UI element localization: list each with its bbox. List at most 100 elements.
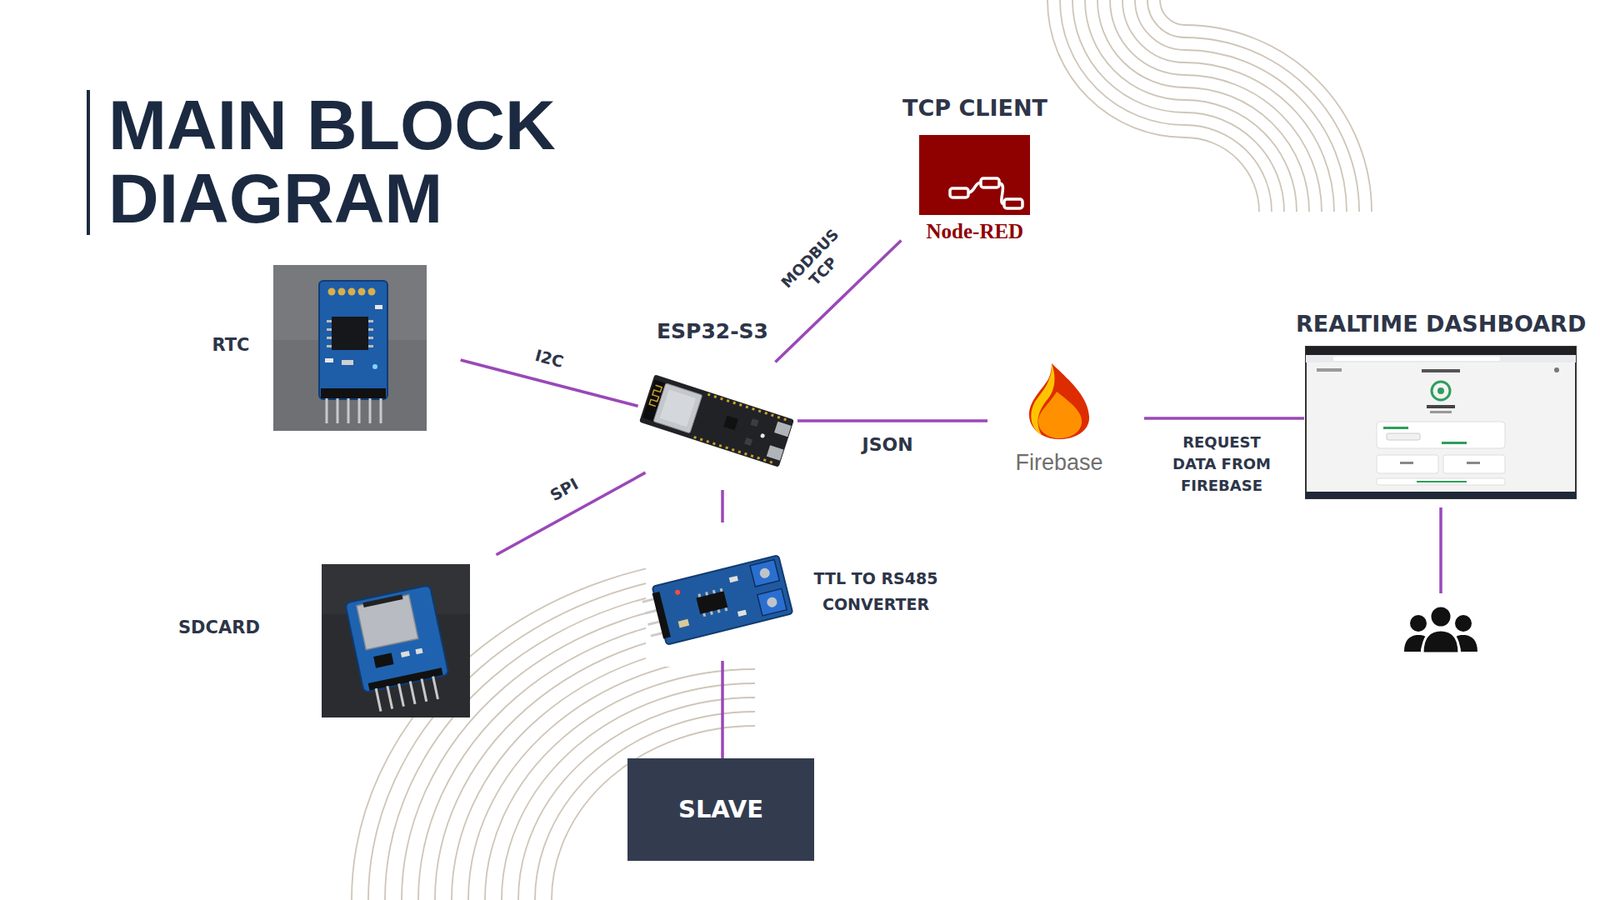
- node-label: SDCARD: [178, 617, 260, 638]
- users-icon-part: [1422, 630, 1460, 654]
- node-label: TTL TO RS485 CONVERTER: [800, 565, 951, 618]
- dashboard-screenshot-part: [1437, 387, 1445, 395]
- rtc-photo-part: [380, 398, 383, 424]
- node-red-logo-part: [919, 135, 1030, 215]
- dashboard-screenshot-part: [1416, 480, 1467, 483]
- dashboard-screenshot-part: [1421, 369, 1460, 373]
- sdcard-photo: [321, 564, 470, 718]
- rtc-photo-part: [326, 328, 332, 331]
- rs485-converter-photo-part-part: [645, 610, 659, 614]
- sdcard-photo-part-part: [410, 680, 415, 704]
- rs485-converter-photo-part-part: [695, 590, 728, 615]
- dashboard-screenshot-part: [1466, 461, 1480, 465]
- dashboard-screenshot-part: [1305, 346, 1576, 355]
- sdcard-photo-part-part: [368, 667, 444, 691]
- node-red-logo: [919, 135, 1030, 215]
- rtc-photo-part: [348, 288, 356, 296]
- firebase-flame-part: [1029, 363, 1090, 440]
- sdcard-photo-part-part: [375, 688, 381, 711]
- dashboard-screenshot-part: [1431, 381, 1450, 400]
- rtc-photo-part: [331, 316, 369, 350]
- sdcard-photo-part-part: [387, 685, 393, 709]
- rtc-photo-part: [368, 345, 374, 348]
- connector-label: REQUEST DATA FROM FIREBASE: [1165, 431, 1278, 497]
- dashboard-screenshot-part: [1441, 441, 1467, 445]
- rtc-module: RTC: [273, 265, 427, 431]
- sdcard-photo-part-part: [399, 683, 405, 706]
- decor-arcs-top: [1047, 0, 1372, 212]
- connector-line: [496, 472, 646, 555]
- esp32-board-picture-part: [653, 383, 703, 434]
- rtc-photo-part: [273, 265, 427, 431]
- rtc-photo-part: [341, 360, 354, 365]
- esp32-board-picture-part: [639, 374, 795, 467]
- sdcard-photo-part-part: [362, 594, 403, 608]
- rtc-photo-part: [325, 398, 329, 424]
- title-bar: [86, 90, 90, 235]
- rtc-photo-part: [358, 398, 361, 424]
- firebase-node: Firebase: [1008, 358, 1109, 480]
- esp32-board-picture-part: [744, 437, 753, 446]
- sdcard-module: SDCARD: [321, 564, 470, 718]
- rtc-photo-part: [320, 388, 386, 399]
- rs485-converter-photo-part-part: [724, 607, 728, 612]
- sdcard-photo-part-part: [433, 676, 439, 700]
- esp32-board-picture: [639, 374, 795, 467]
- rtc-photo-part: [368, 336, 374, 340]
- node-heading: REALTIME DASHBOARD: [1295, 310, 1586, 337]
- rtc-photo-part: [368, 328, 374, 331]
- decor-arcs-top-part: [1047, 0, 1260, 212]
- decor-arcs-top-part: [1160, 0, 1372, 212]
- rs485-converter-photo-part-part: [652, 555, 794, 645]
- rs485-converter-photo-part-part: [757, 588, 787, 615]
- dashboard-screenshot-part: [1443, 455, 1505, 474]
- rtc-photo-part: [368, 288, 376, 296]
- rtc-photo-part: [326, 345, 332, 348]
- rs485-converter-photo-part-part: [675, 589, 681, 595]
- node-heading: TCP CLIENT: [902, 95, 1048, 121]
- node-red-logo-part-part: [999, 183, 1005, 205]
- rs485-converter-photo: [639, 533, 799, 667]
- dashboard-screenshot-part: [1554, 367, 1560, 373]
- dashboard-screenshot-part: [1376, 478, 1505, 485]
- sdcard-photo-part-part: [356, 595, 419, 650]
- decor-arcs-top-part: [1135, 0, 1347, 212]
- rs485-converter-photo-part-part: [712, 590, 716, 595]
- rs485-converter: TTL TO RS485 CONVERTER: [654, 545, 792, 647]
- users-icon-part: [1430, 605, 1452, 628]
- esp32-board-picture-part: [750, 418, 760, 427]
- sdcard-photo-part: [321, 564, 470, 718]
- connector-label: MODBUS TCP: [774, 222, 859, 308]
- rtc-photo-part: [336, 398, 340, 424]
- decor-arcs-top-part: [1122, 0, 1335, 212]
- dashboard-screenshot-part: [1430, 410, 1452, 414]
- rs485-converter-photo-part-part: [765, 595, 779, 609]
- rs485-converter-photo-part-part: [702, 613, 706, 618]
- connector-line: [797, 419, 988, 423]
- connector-label: JSON: [862, 434, 914, 455]
- users-icon-part: [1410, 615, 1427, 632]
- esp32-board-picture-part: [723, 415, 739, 431]
- decor-arcs-top-part: [1147, 0, 1360, 212]
- sdcard-photo-part-part: [373, 652, 394, 668]
- rtc-photo-part: [347, 398, 350, 424]
- esp32-board-picture-part: [760, 433, 765, 439]
- connector-line: [1144, 416, 1305, 420]
- node-label: RTC: [212, 335, 250, 355]
- rs485-converter-photo-part: [639, 555, 793, 648]
- node-red-logo-part: [950, 178, 1023, 209]
- rs485-converter-photo-part-part: [697, 593, 701, 598]
- rs485-converter-photo-part-part: [720, 588, 724, 593]
- esp32-board-picture-part: [774, 421, 791, 438]
- dashboard-node: REALTIME DASHBOARD: [1305, 346, 1576, 499]
- rtc-photo-part: [338, 288, 346, 296]
- sdcard-photo-part: [345, 585, 454, 715]
- users-icon: [1404, 605, 1478, 654]
- rtc-photo-part: [328, 288, 336, 296]
- dashboard-screenshot-part: [1400, 461, 1414, 465]
- rs485-converter-photo-part-part: [642, 598, 656, 602]
- dashboard-screenshot-part: [1383, 426, 1409, 430]
- connector-label: SPI: [546, 475, 581, 505]
- dashboard-screenshot-part: [1376, 421, 1505, 449]
